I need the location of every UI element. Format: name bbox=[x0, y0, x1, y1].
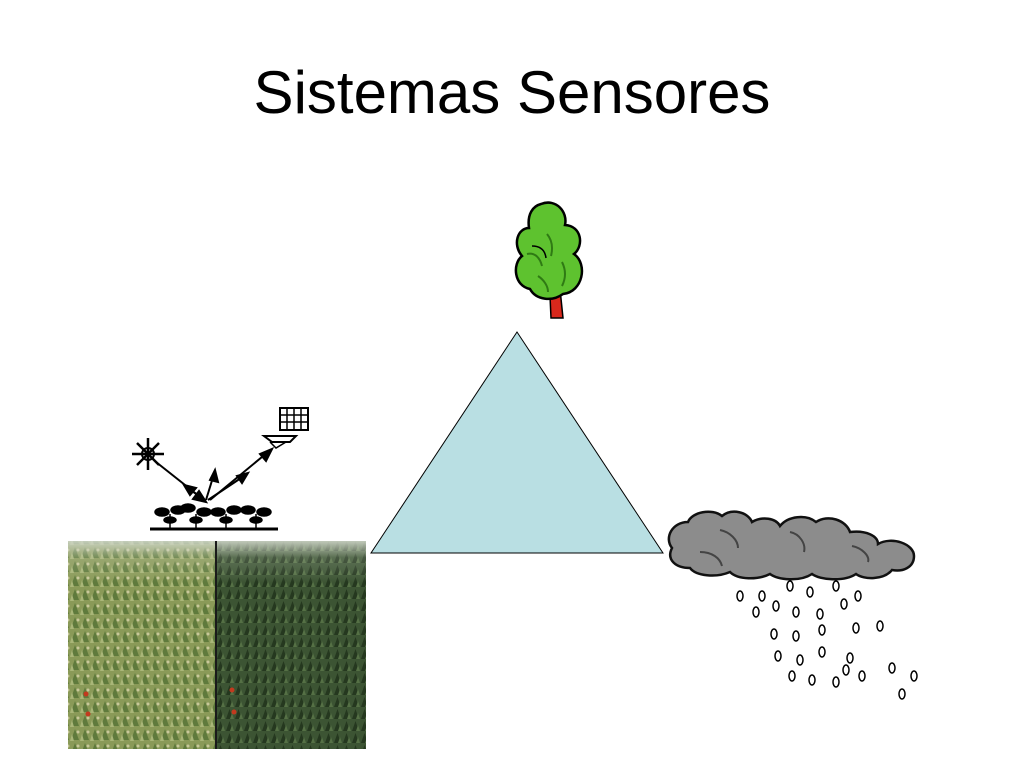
reflection-arrows bbox=[155, 447, 275, 504]
slide-title: Sistemas Sensores bbox=[253, 59, 771, 126]
forest-photo bbox=[68, 541, 366, 749]
raindrops bbox=[736, 580, 918, 700]
plants-icon bbox=[150, 503, 278, 531]
sun-icon bbox=[132, 438, 164, 470]
triangle bbox=[370, 331, 664, 554]
remote-sensing-illustration bbox=[132, 407, 309, 531]
rain-cloud-icon bbox=[667, 510, 918, 700]
tree-icon bbox=[514, 201, 584, 319]
satellite-icon bbox=[261, 407, 309, 449]
